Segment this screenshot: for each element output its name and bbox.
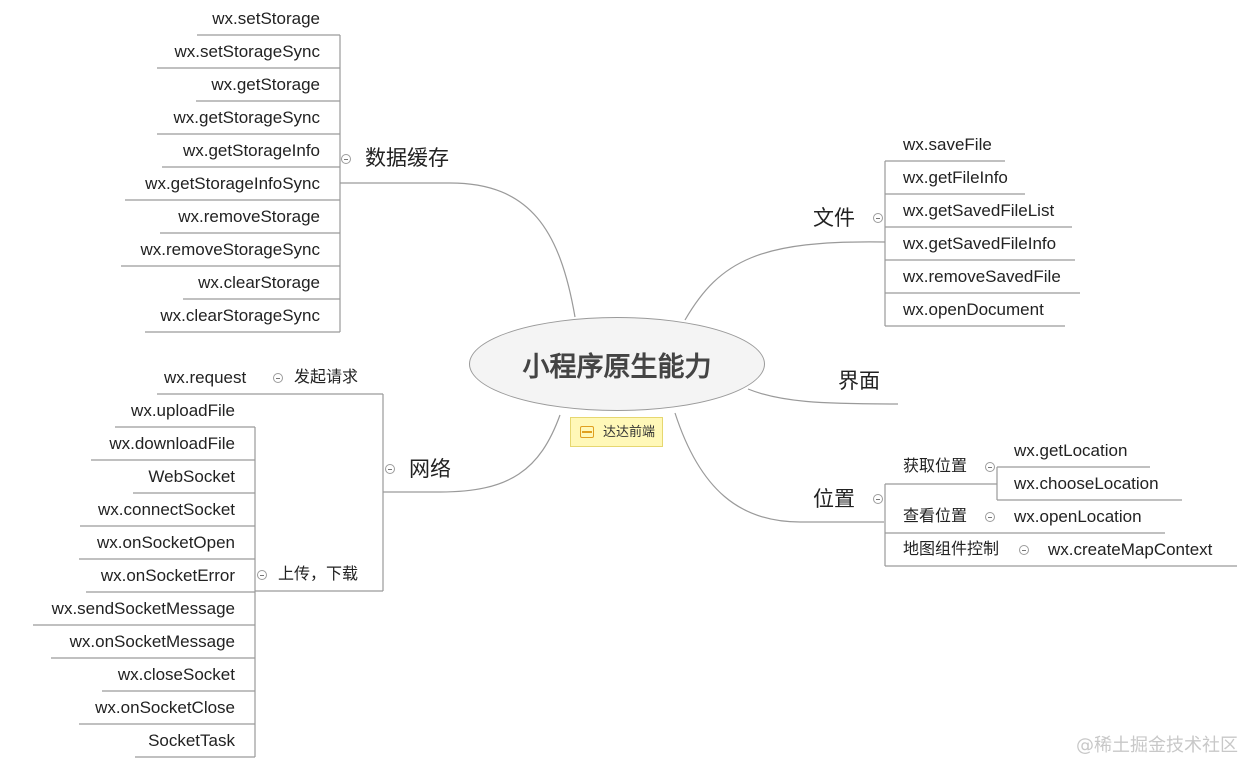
location-view-label[interactable]: 查看位置: [903, 508, 968, 525]
file-item[interactable]: wx.removeSavedFile: [903, 267, 1061, 286]
location-get-label[interactable]: 获取位置: [903, 458, 968, 475]
storage-item[interactable]: wx.removeStorage: [178, 207, 320, 226]
storage-item[interactable]: wx.clearStorage: [198, 273, 320, 292]
storage-item[interactable]: wx.setStorage: [212, 9, 320, 28]
storage-item[interactable]: wx.getStorageInfo: [182, 141, 320, 160]
transfer-item[interactable]: wx.closeSocket: [117, 665, 235, 684]
file-item[interactable]: wx.getFileInfo: [903, 168, 1008, 187]
collapse-get-icon[interactable]: [985, 462, 995, 472]
note-icon: [580, 426, 594, 438]
transfer-item[interactable]: wx.onSocketClose: [95, 698, 235, 717]
location-view-item[interactable]: wx.openLocation: [1014, 507, 1142, 526]
storage-item[interactable]: wx.removeStorageSync: [140, 240, 320, 259]
location-map-item[interactable]: wx.createMapContext: [1048, 540, 1213, 559]
transfer-item[interactable]: wx.uploadFile: [131, 401, 235, 420]
branch-network-title[interactable]: 网络: [409, 458, 451, 481]
storage-item[interactable]: wx.setStorageSync: [174, 42, 320, 61]
collapse-network-icon[interactable]: [385, 464, 395, 474]
storage-item[interactable]: wx.clearStorageSync: [160, 306, 320, 325]
note-text: 达达前端: [603, 424, 656, 439]
central-topic-label: 小程序原生能力: [522, 351, 712, 382]
file-item[interactable]: wx.getSavedFileInfo: [903, 234, 1057, 253]
collapse-request-icon[interactable]: [273, 373, 283, 383]
sticky-note[interactable]: 达达前端: [570, 417, 663, 447]
transfer-item[interactable]: wx.onSocketMessage: [69, 632, 235, 651]
network-transfer-label[interactable]: 上传，下载: [278, 566, 359, 583]
collapse-storage-icon[interactable]: [341, 154, 351, 164]
central-topic[interactable]: 小程序原生能力: [469, 317, 765, 411]
storage-item[interactable]: wx.getStorageSync: [173, 108, 320, 127]
collapse-map-icon[interactable]: [1019, 545, 1029, 555]
collapse-file-icon[interactable]: [873, 213, 883, 223]
storage-item[interactable]: wx.getStorageInfoSync: [145, 174, 320, 193]
collapse-view-icon[interactable]: [985, 512, 995, 522]
collapse-transfer-icon[interactable]: [257, 570, 267, 580]
transfer-item[interactable]: wx.onSocketError: [100, 566, 235, 585]
file-item[interactable]: wx.saveFile: [903, 135, 992, 154]
transfer-item[interactable]: wx.sendSocketMessage: [51, 599, 235, 618]
transfer-item[interactable]: wx.onSocketOpen: [97, 533, 235, 552]
transfer-item[interactable]: WebSocket: [148, 467, 235, 486]
transfer-item[interactable]: wx.connectSocket: [97, 500, 235, 519]
file-item[interactable]: wx.openDocument: [903, 300, 1044, 319]
branch-ui-title[interactable]: 界面: [838, 370, 880, 393]
branch-location-title[interactable]: 位置: [813, 488, 855, 511]
storage-item[interactable]: wx.getStorage: [211, 75, 320, 94]
location-get-item[interactable]: wx.getLocation: [1014, 441, 1128, 460]
network-request-item[interactable]: wx.request: [164, 368, 247, 387]
branch-storage-title[interactable]: 数据缓存: [365, 147, 449, 170]
transfer-item[interactable]: SocketTask: [148, 731, 235, 750]
network-request-label[interactable]: 发起请求: [294, 369, 359, 386]
file-item[interactable]: wx.getSavedFileList: [903, 201, 1055, 220]
collapse-location-icon[interactable]: [873, 494, 883, 504]
location-get-item[interactable]: wx.chooseLocation: [1014, 474, 1159, 493]
watermark: @稀土掘金技术社区: [1076, 735, 1238, 756]
branch-file-title[interactable]: 文件: [813, 207, 855, 230]
transfer-item[interactable]: wx.downloadFile: [109, 434, 235, 453]
location-map-label[interactable]: 地图组件控制: [903, 541, 1000, 558]
